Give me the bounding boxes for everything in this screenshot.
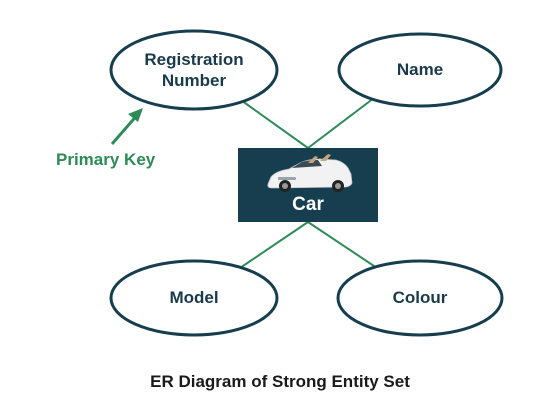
attribute-label-model: Model xyxy=(124,287,264,308)
connector-name xyxy=(307,97,375,149)
attribute-label-line: Colour xyxy=(392,288,448,307)
attribute-label-colour: Colour xyxy=(350,287,490,308)
attribute-ellipse-colour xyxy=(336,259,504,337)
primary-key-note: Primary Key xyxy=(56,150,156,169)
attribute-label-line: Number xyxy=(161,71,227,90)
attribute-label-line: Name xyxy=(396,60,444,79)
attribute-ellipse-model xyxy=(109,259,279,337)
entity-label: Car xyxy=(292,194,324,215)
attribute-label-line: Model xyxy=(169,288,219,307)
primary-key-arrow xyxy=(110,108,143,145)
attribute-ellipse-registration-number xyxy=(109,29,279,111)
connector-registration-number xyxy=(237,97,309,149)
car-icon xyxy=(267,154,353,192)
diagram-caption: ER Diagram of Strong Entity Set xyxy=(150,372,410,391)
connector-model xyxy=(239,221,309,269)
attribute-label-line: Registration xyxy=(144,50,244,69)
connector-colour xyxy=(307,221,378,269)
attribute-label-registration-number: Registration Number xyxy=(124,49,264,91)
attribute-ellipse-name xyxy=(337,32,503,108)
attribute-label-name: Name xyxy=(350,59,490,80)
